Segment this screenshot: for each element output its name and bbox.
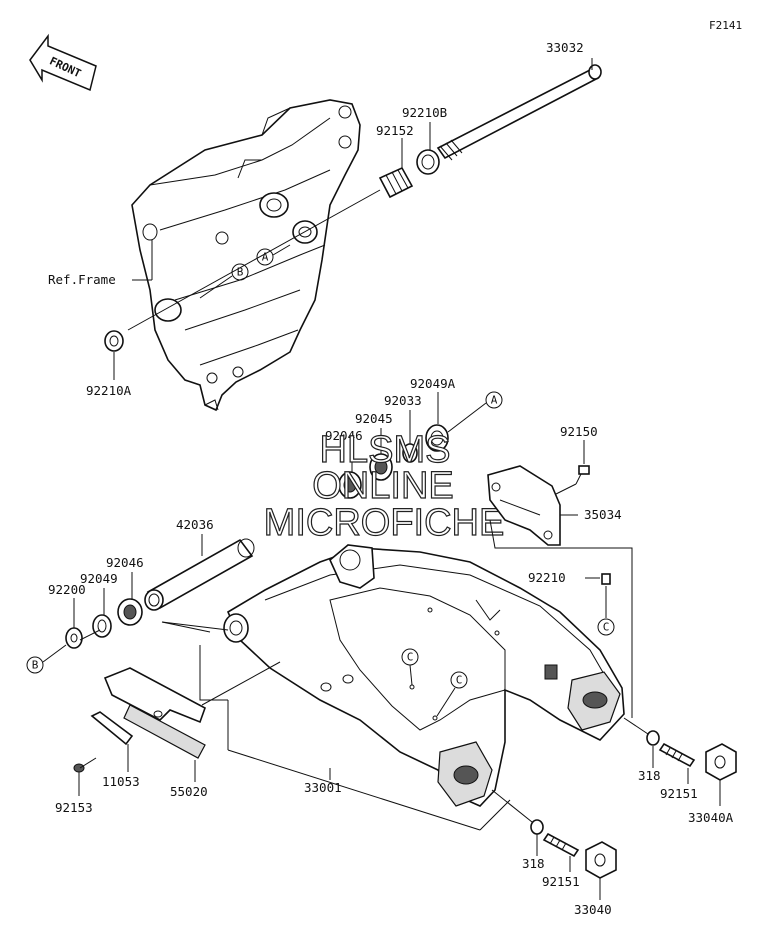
ref-frame-label: Ref.Frame (48, 272, 116, 287)
bolt-92151-bottom (542, 832, 580, 858)
svg-text:B: B (237, 266, 244, 279)
label-92152: 92152 (376, 123, 414, 138)
callout-B-frame: B (199, 263, 249, 299)
svg-text:MICROFICHE: MICROFICHE (264, 502, 505, 544)
label-92210A: 92210A (86, 383, 132, 398)
screw-92153 (73, 757, 97, 773)
label-92049: 92049 (80, 571, 118, 586)
pivot-shaft-33032 (436, 64, 602, 161)
label-33040A: 33040A (688, 810, 734, 825)
callout-C-92210: C (597, 618, 615, 636)
seal-92049 (92, 614, 112, 638)
callout-A-seal: A (485, 391, 503, 409)
label-92046-upper: 92046 (325, 428, 363, 443)
label-92033: 92033 (384, 393, 422, 408)
label-318-bottom: 318 (522, 856, 545, 871)
label-33001: 33001 (304, 780, 342, 795)
label-35034: 35034 (584, 507, 622, 522)
callout-C-swingarm-right: C (436, 671, 468, 717)
svg-text:A: A (262, 251, 269, 264)
adjuster-33040A (705, 743, 737, 781)
collar-92210 (601, 573, 611, 585)
collar-92152 (378, 166, 414, 199)
bolt-92151-right (658, 742, 696, 768)
svg-text:C: C (456, 674, 463, 687)
label-92150: 92150 (560, 424, 598, 439)
label-33032: 33032 (546, 40, 584, 55)
label-92046-lower: 92046 (106, 555, 144, 570)
nut-318-right (646, 730, 660, 746)
callout-B-washer: B (26, 644, 67, 674)
label-92049A: 92049A (410, 376, 456, 391)
bearing-92046-lower (117, 598, 143, 626)
label-92210B: 92210B (402, 105, 447, 120)
label-318-right: 318 (638, 768, 661, 783)
chain-guide-35034 (487, 465, 561, 546)
sleeve-42036 (144, 538, 255, 611)
seal-92049A (425, 424, 449, 452)
svg-text:C: C (603, 621, 610, 634)
label-55020: 55020 (170, 784, 208, 799)
svg-text:C: C (407, 651, 414, 664)
label-92200: 92200 (48, 582, 86, 597)
nut-318-bottom (530, 819, 544, 835)
svg-text:B: B (32, 659, 39, 672)
label-92045: 92045 (355, 411, 393, 426)
bolt-92150 (575, 465, 590, 485)
nut-92210B (416, 149, 440, 175)
label-92153: 92153 (55, 800, 93, 815)
chain-slider-55020 (103, 667, 206, 759)
bearing-92046-upper (338, 471, 362, 499)
label-42036: 42036 (176, 517, 214, 532)
diagram-code: F2141 (709, 19, 742, 32)
svg-text:HLSMS: HLSMS (320, 429, 451, 471)
watermark: HLSMS ONLINE MICROFICHE (263, 428, 505, 544)
label-11053: 11053 (102, 774, 140, 789)
washer-92200 (65, 627, 83, 649)
bearing-92045 (369, 453, 393, 481)
label-92151-right: 92151 (660, 786, 698, 801)
label-92210: 92210 (528, 570, 566, 585)
svg-text:A: A (491, 394, 498, 407)
plate-11053 (90, 711, 134, 746)
adjuster-33040 (585, 841, 617, 879)
front-arrow-icon: FRONT (29, 33, 97, 92)
callout-C-swingarm-left: C (401, 648, 419, 686)
nut-92210A (104, 330, 124, 352)
label-33040: 33040 (574, 902, 612, 917)
frame-drawing (131, 99, 361, 412)
callout-A-frame: A (256, 244, 291, 266)
label-92151-bottom: 92151 (542, 874, 580, 889)
swingarm-33001 (223, 544, 625, 807)
svg-text:ONLINE: ONLINE (312, 465, 453, 507)
